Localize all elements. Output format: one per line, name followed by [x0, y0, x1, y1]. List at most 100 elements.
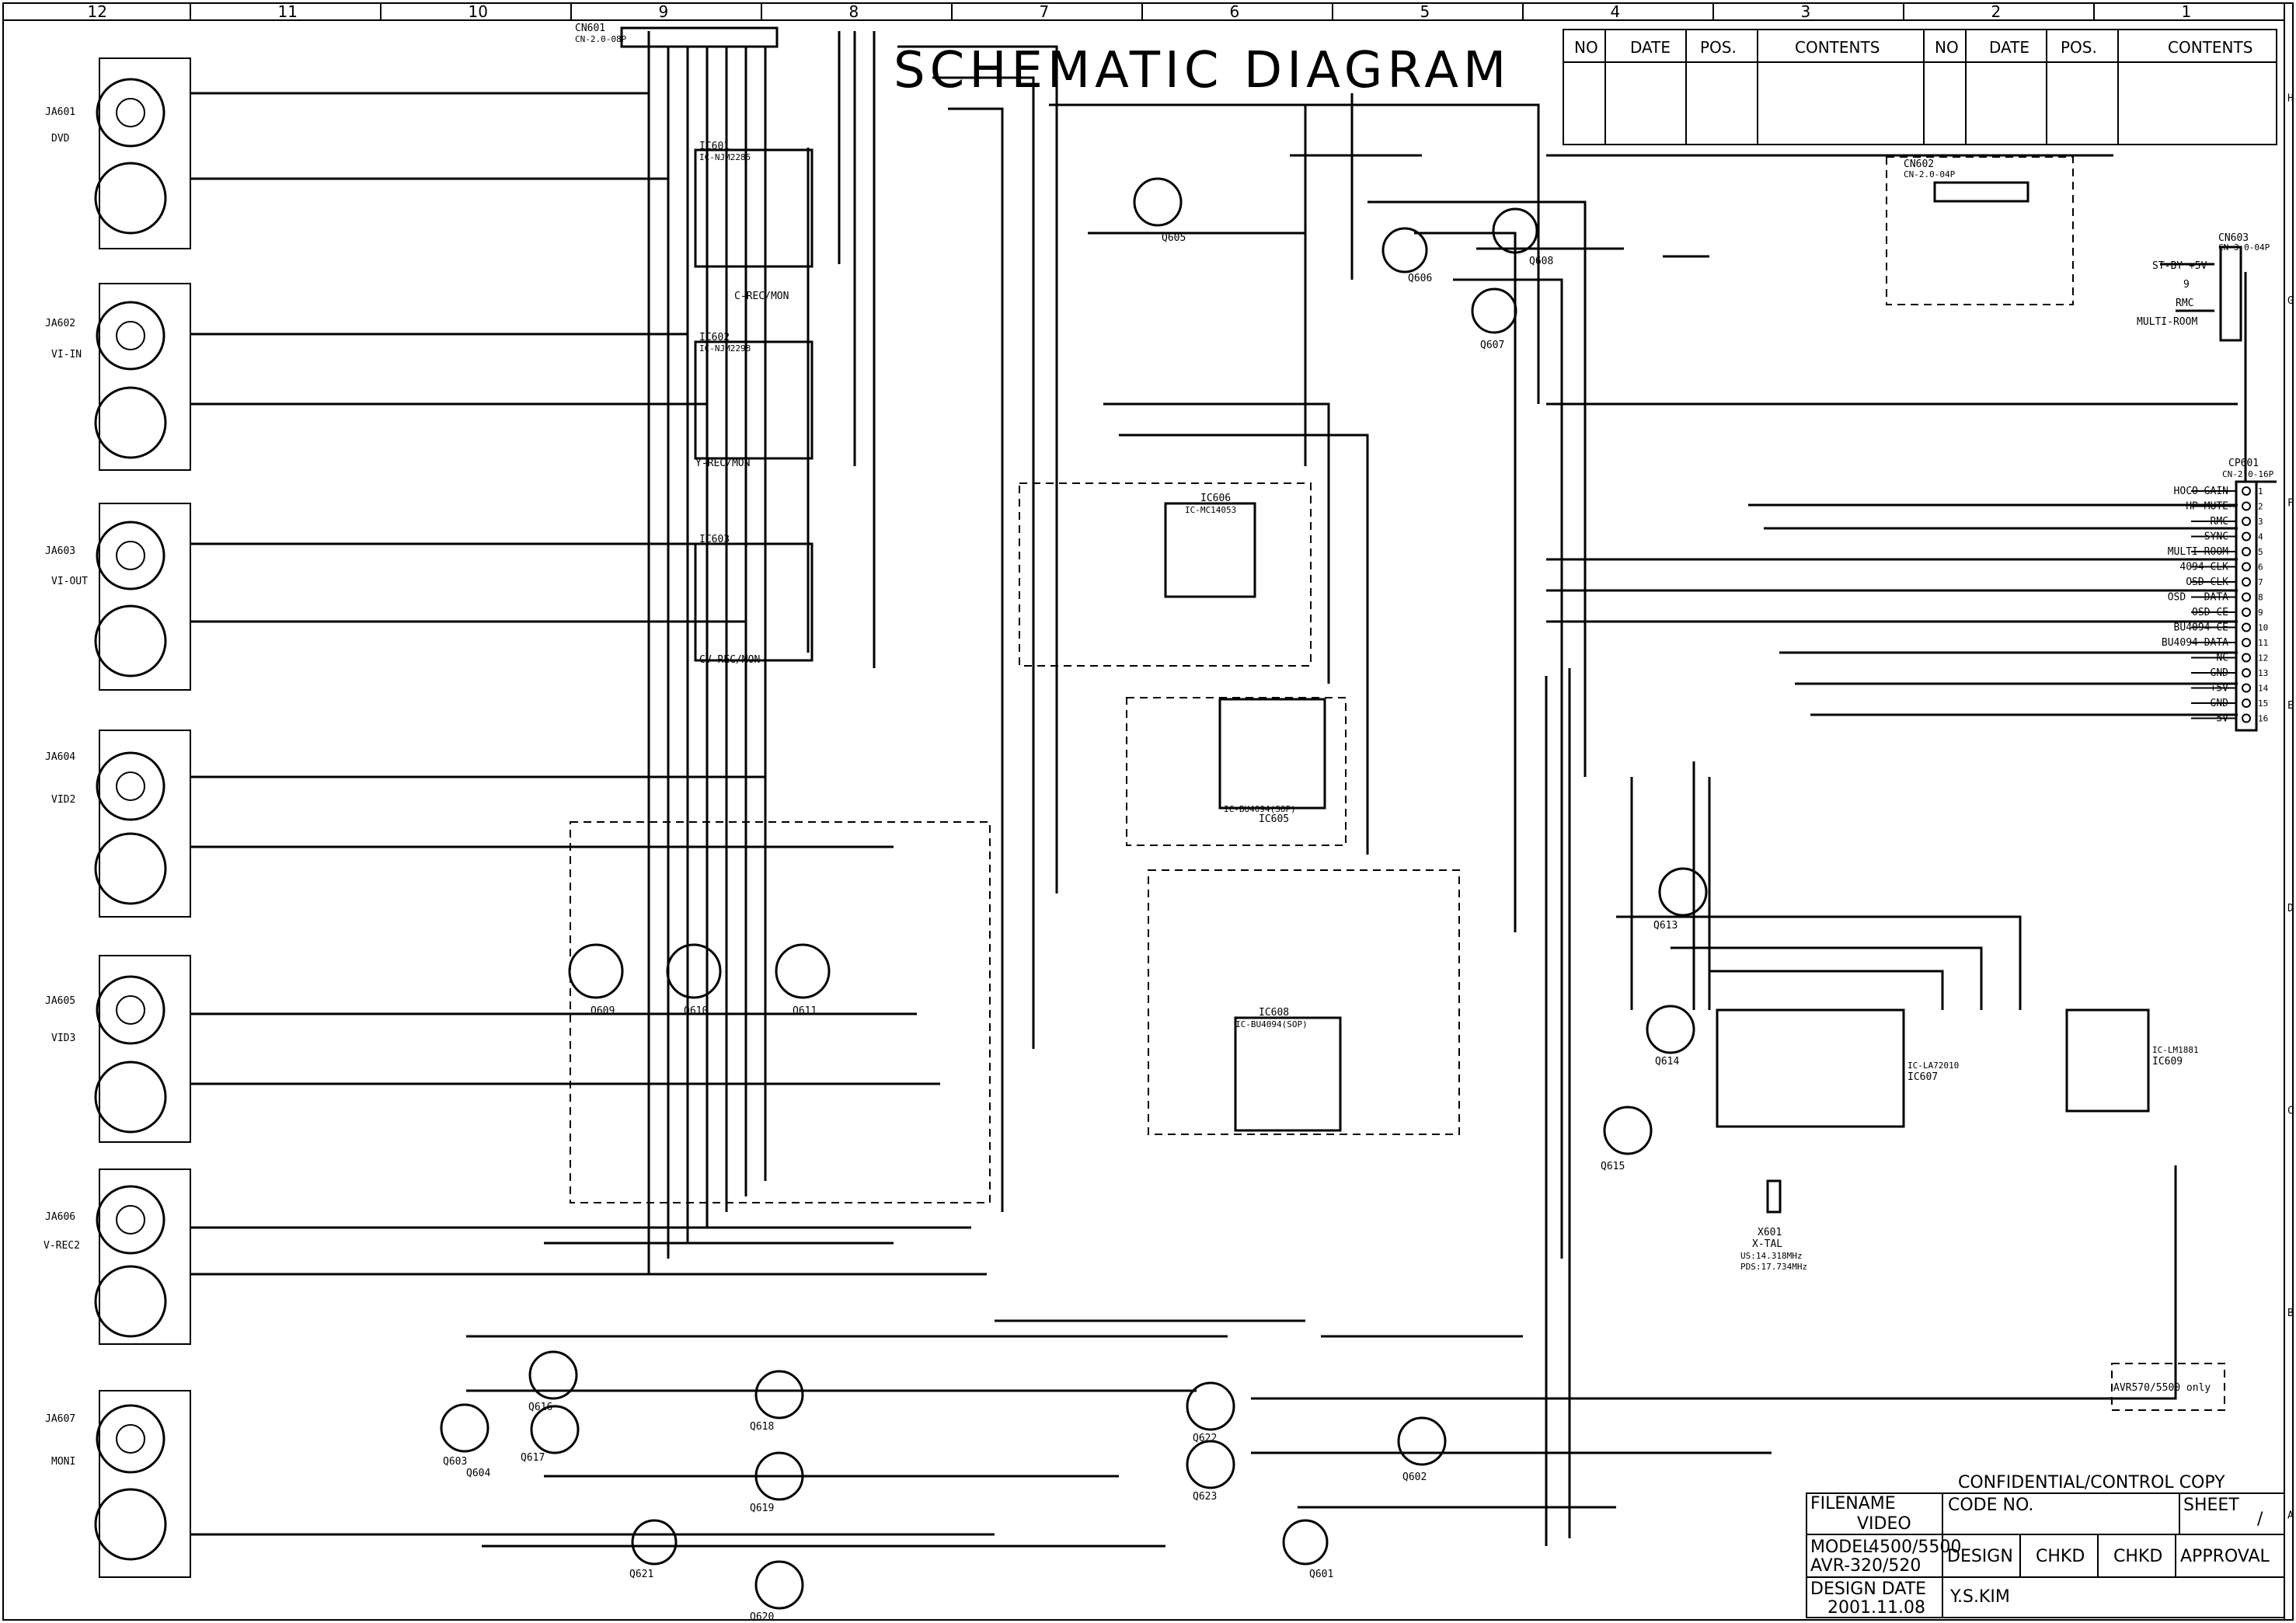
- cp601-pin-label: BU4094-DATA: [2162, 637, 2228, 649]
- grid-row-label: H: [2287, 92, 2294, 104]
- cp601-pin-number: 9: [2258, 608, 2263, 618]
- ic-part: IC-MC14053: [1185, 505, 1236, 515]
- grid-column-label: 9: [659, 2, 669, 21]
- cp601-pin-label: GND: [2211, 698, 2229, 709]
- ic-ref: IC606: [1200, 493, 1231, 504]
- cp601-pin-number: 6: [2258, 562, 2263, 573]
- ic-block-ic607: IC607 IC-LA72010: [1716, 1008, 1959, 1128]
- design-label: DESIGN: [1947, 1547, 2013, 1566]
- cp601-pin-number: 4: [2258, 532, 2263, 542]
- code-no-label: CODE NO.: [1948, 1496, 2033, 1515]
- cp601-pin-number: 5: [2258, 547, 2263, 557]
- cn603-pin-2: 9: [2183, 279, 2190, 291]
- cp601-pin-label: +5V: [2211, 683, 2229, 695]
- chkd-label-1: CHKD: [2036, 1547, 2085, 1566]
- cp601-pin-label: SYNC: [2204, 531, 2228, 543]
- cp601-pin-number: 15: [2258, 698, 2268, 709]
- cp601-pin-label: OSD-CLK: [2186, 576, 2228, 588]
- transistor-ref: Q617: [521, 1452, 545, 1464]
- cn601-ref: CN601: [575, 23, 605, 34]
- jack-ja602: JA602 VI-IN: [45, 301, 167, 459]
- title-block: CONFIDENTIAL/CONTROL COPY FILENAME VIDEO…: [1806, 1473, 2285, 1618]
- transistor-ref: Q621: [629, 1569, 653, 1580]
- ic-ref: IC607: [1908, 1071, 1938, 1083]
- cp601-pin-number: 11: [2258, 638, 2268, 648]
- jack-ja605: JA605 VID3: [45, 975, 167, 1134]
- transistor-ref: Q604: [466, 1468, 490, 1479]
- chkd-label-2: CHKD: [2113, 1547, 2162, 1566]
- revision-table: NO DATE POS. CONTENTS NO DATE POS. CONTE…: [1563, 29, 2277, 145]
- jack-name: VID3: [51, 1033, 75, 1044]
- transistor-ref: Q606: [1408, 273, 1432, 284]
- transistor-ref: Q622: [1193, 1433, 1217, 1444]
- cp601-pin-label: RMC: [2211, 516, 2228, 528]
- cp601-pin-label: OSD - DATA: [2168, 592, 2228, 604]
- connector-pin: [2242, 638, 2251, 647]
- cp601-pin-number: 2: [2258, 502, 2263, 512]
- cp601-pin-number: 16: [2258, 714, 2268, 724]
- jack-name: VI-IN: [51, 349, 82, 360]
- grid-column-label: 10: [469, 2, 488, 21]
- cp601-pin-number: 8: [2258, 593, 2263, 603]
- crystal-part: X-TAL: [1752, 1238, 1782, 1250]
- grid-column-label: 8: [849, 2, 859, 21]
- cp601-pin-number: 12: [2258, 653, 2268, 663]
- connector-cn603: CN603 CN-3.0-04P ST-BY +5V 9 RMC MULTI-R…: [2137, 232, 2270, 342]
- ic-part: IC-NJM2285: [699, 152, 751, 162]
- ic-ref: IC601: [699, 141, 730, 152]
- cp601-pin-label: GND: [2211, 667, 2229, 679]
- jack-ref: JA604: [45, 751, 75, 763]
- design-date-value: 2001.11.08: [1827, 1598, 1925, 1618]
- model-line-2: AVR-320/520: [1810, 1556, 1921, 1576]
- cn601-part: CN-2.0-08P: [575, 34, 627, 44]
- rev-header-no: NO: [1574, 38, 1598, 57]
- transistor-ref: Q620: [750, 1611, 774, 1623]
- filename-label: FILENAME: [1810, 1494, 1896, 1513]
- cp601-pin-number: 10: [2258, 623, 2268, 633]
- rev-header-no-2: NO: [1935, 38, 1959, 57]
- jack-name: VI-OUT: [51, 576, 88, 587]
- connector-part: CN-2.0-16P: [2222, 469, 2274, 479]
- grid-column-label: 7: [1040, 2, 1050, 21]
- connector-ref: CN603: [2218, 232, 2249, 244]
- grid-row-label: C: [2287, 1105, 2294, 1116]
- grid-row-label: A: [2287, 1510, 2294, 1522]
- approval-label: APPROVAL: [2180, 1547, 2270, 1566]
- transistor-ref: Q610: [684, 1005, 708, 1017]
- cp601-pin-number: 7: [2258, 577, 2263, 587]
- cn603-pin-3: RMC: [2176, 298, 2193, 309]
- jack-ja601: JA601 DVD: [45, 78, 167, 235]
- filename-value: VIDEO: [1857, 1514, 1911, 1534]
- jack-column: JA601 DVD JA602 VI-IN JA603 VI-OUT JA604…: [44, 57, 191, 1578]
- jack-ref: JA607: [45, 1413, 75, 1425]
- confidential-label: CONFIDENTIAL/CONTROL COPY: [1958, 1473, 2225, 1492]
- cn603-pin-1: ST-BY +5V: [2152, 260, 2207, 272]
- rev-header-pos: POS.: [1700, 38, 1737, 57]
- transistor-ref: Q611: [793, 1005, 817, 1017]
- ic-part: IC-NJM2298: [699, 343, 751, 354]
- sheet-label: SHEET: [2183, 1496, 2239, 1515]
- device-symbols: [440, 177, 1708, 1610]
- grid-row-label: D: [2287, 903, 2294, 914]
- cp601-pin-label: BU4094-CE: [2174, 622, 2228, 634]
- jack-ref: JA605: [45, 995, 75, 1007]
- cp601-pin-label: HOCO GAIN: [2174, 486, 2228, 497]
- page-title: SCHEMATIC DIAGRAM: [894, 42, 1510, 99]
- connector-pin: [2242, 501, 2251, 511]
- connector-part: CN-3.0-04P: [2218, 242, 2270, 253]
- connector-pin: [2242, 562, 2251, 572]
- connector-pin: [2242, 683, 2251, 693]
- grid-row-label: E: [2287, 700, 2294, 712]
- connector-pin: [2242, 577, 2251, 587]
- jack-name: MONI: [51, 1456, 75, 1468]
- dashed-regions: [570, 156, 2225, 1411]
- jack-ja604: JA604 VID2: [45, 751, 167, 905]
- crystal-freq-2: PDS:17.734MHz: [1740, 1262, 1807, 1272]
- grid-row-label: G: [2287, 295, 2294, 307]
- jack-ref: JA603: [45, 545, 75, 557]
